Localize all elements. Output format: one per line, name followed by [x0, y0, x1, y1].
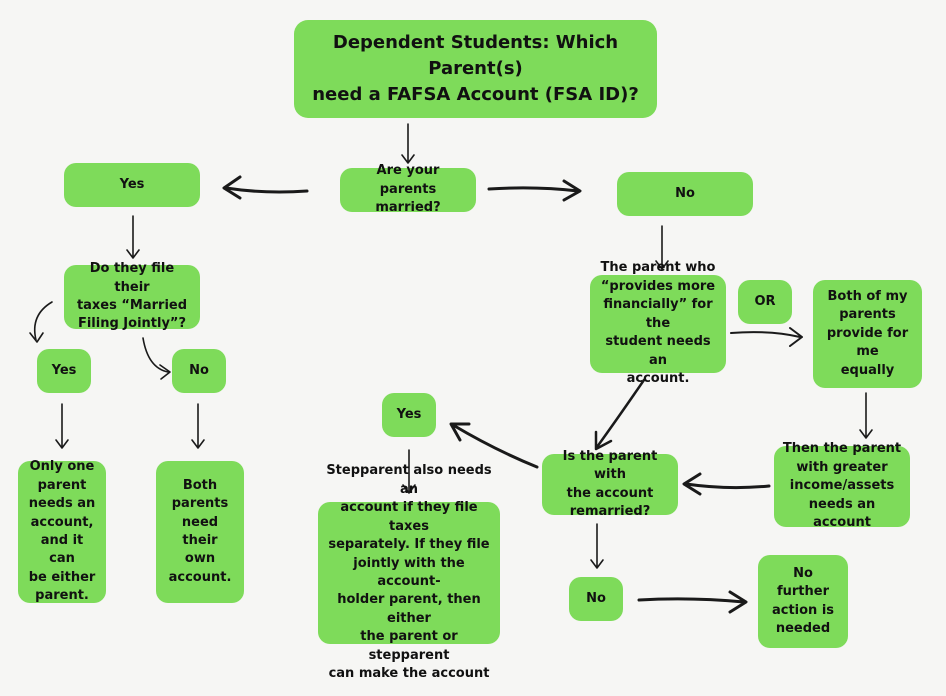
arrow-provides-to-remarried [594, 378, 646, 451]
arrow-title-to-married [401, 123, 415, 164]
flowchart-title: Dependent Students: Which Parent(s) need… [294, 20, 657, 118]
question-parent-remarried: Is the parent with the account remarried… [542, 449, 678, 519]
arrow-both-to-greater [859, 392, 873, 439]
arrow-married-to-yes [222, 175, 309, 200]
result-stepparent: Stepparent also needs an account if they… [318, 463, 500, 681]
answer-remarried-yes: Yes [382, 393, 436, 437]
answer-married-yes: Yes [64, 163, 200, 207]
arrow-jyes-to-onlyone [55, 403, 69, 449]
arrow-remarried-to-yes [449, 422, 539, 469]
result-both-parents: Both parents need their own account. [156, 461, 244, 603]
question-file-jointly: Do they file their taxes “Married Filing… [64, 261, 200, 331]
arrow-remarried-to-no [590, 523, 604, 569]
arrow-jno-to-both [191, 403, 205, 449]
arrow-provides-to-both [730, 327, 803, 347]
node-greater-income: Then the parent with greater income/asse… [774, 441, 910, 530]
answer-jointly-yes: Yes [37, 349, 91, 393]
question-parents-married: Are your parents married? [340, 163, 476, 215]
node-parent-provides-more: The parent who “provides more financiall… [590, 260, 726, 386]
arrow-greater-to-remarried [682, 472, 771, 496]
result-only-one-parent: Only one parent needs an account, and it… [18, 459, 106, 603]
arrow-yes-to-jointly [126, 215, 140, 259]
answer-jointly-no: No [172, 349, 226, 393]
result-no-further-action: No further action is needed [758, 555, 848, 648]
answer-remarried-no: No [569, 577, 623, 621]
arrow-jointly-to-no [142, 337, 171, 380]
arrow-married-to-no [487, 179, 582, 202]
answer-married-no: No [617, 172, 753, 216]
arrow-rno-to-nofurther [637, 590, 748, 614]
node-both-provide-equally: Both of my parents provide for me equall… [813, 280, 922, 388]
arrow-jointly-to-yes [29, 301, 53, 343]
label-or: OR [738, 280, 792, 324]
